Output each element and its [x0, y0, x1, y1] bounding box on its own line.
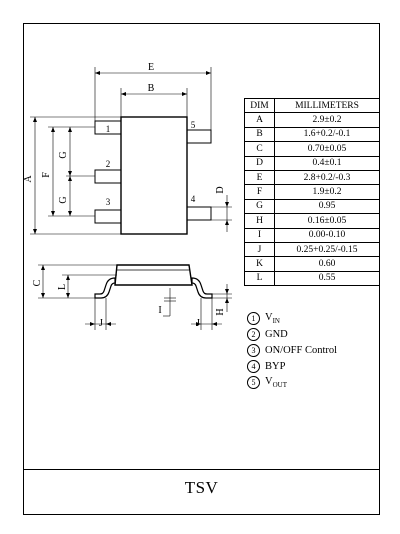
value-cell: 0.70±0.05 [274, 141, 380, 157]
lead-5 [186, 129, 212, 144]
footer-divider [23, 469, 380, 470]
lead-3 [94, 209, 122, 224]
pin-name: GND [265, 329, 288, 341]
dim-cell: A [244, 112, 275, 128]
side-body [114, 264, 193, 286]
value-cell: 0.00-0.10 [274, 227, 380, 243]
pin-name: VIN [265, 312, 280, 325]
pin-number-badge: 4 [247, 359, 260, 373]
pin-number-badge: 5 [247, 375, 260, 389]
dim-cell: L [244, 270, 275, 287]
pin-label-4: 4 [191, 194, 196, 204]
dim-label-A: A [23, 175, 34, 183]
top-view [30, 67, 232, 235]
lead-4 [186, 206, 212, 221]
dim-label-J-left: J [99, 318, 103, 329]
value-cell: 1.6+0.2/-0.1 [274, 126, 380, 143]
pin-name-subscript: OUT [272, 380, 287, 389]
pin-number-badge: 2 [247, 328, 260, 342]
dim-cell: J [244, 241, 275, 258]
dim-label-D: D [215, 186, 226, 193]
pin-name: BYP [265, 360, 286, 372]
package-body [120, 116, 188, 235]
pin-number-badge: 1 [247, 312, 260, 326]
dim-cell: G [244, 198, 275, 215]
dim-label-J-right: J [196, 318, 200, 329]
dim-label-C: C [32, 279, 43, 286]
list-item: 5 VOUT [247, 374, 337, 390]
dim-cell: D [244, 155, 275, 171]
pin-label-3: 3 [106, 197, 111, 207]
dim-label-E: E [148, 62, 154, 73]
dim-label-G1: G [58, 151, 69, 158]
dimension-labels: E B A F G G D C L J I J H 1 2 3 5 4 [23, 62, 226, 329]
dim-cell: H [244, 213, 275, 229]
header-dim: DIM [244, 97, 275, 114]
dim-cell: C [244, 141, 275, 157]
dim-label-G2: G [58, 196, 69, 203]
side-view [38, 264, 232, 330]
pin-label-2: 2 [106, 159, 111, 169]
list-item: 4 BYP [247, 358, 337, 374]
dim-cell: B [244, 126, 275, 143]
dim-cell: E [244, 169, 275, 186]
lead-1 [94, 120, 122, 135]
pin-name-text: V [265, 375, 273, 387]
header-millimeters: MILLIMETERS [274, 97, 380, 114]
list-item: 2 GND [247, 327, 337, 343]
dim-cell: K [244, 256, 275, 272]
pin-name-subscript: IN [272, 317, 280, 326]
value-cell: 2.8+0.2/-0.3 [274, 169, 380, 186]
dim-label-B: B [148, 83, 155, 94]
value-cell: 0.16±0.05 [274, 213, 380, 229]
dim-cell: F [244, 184, 275, 200]
dim-label-F: F [41, 172, 52, 178]
value-cell: 0.60 [274, 256, 380, 272]
dim-label-I: I [158, 305, 161, 316]
lead-2 [94, 169, 122, 184]
value-cell: 0.95 [274, 198, 380, 215]
list-item: 1 VIN [247, 311, 337, 327]
side-lead-left [94, 277, 116, 299]
pin-legend: 1 VIN 2 GND 3 ON/OFF Control 4 BYP 5 VOU… [247, 311, 337, 390]
drawing-frame [23, 23, 380, 515]
value-cell: 1.9±0.2 [274, 184, 380, 200]
value-cell: 0.55 [274, 270, 380, 287]
pin-name: ON/OFF Control [265, 344, 338, 356]
value-cell: 0.25+0.25/-0.15 [274, 241, 380, 258]
side-lead-right [191, 277, 213, 299]
dim-cell: I [244, 227, 275, 243]
list-item: 3 ON/OFF Control [247, 343, 337, 359]
pin-label-1: 1 [106, 124, 111, 134]
value-cell: 0.4±0.1 [274, 155, 380, 171]
value-cell: 2.9±0.2 [274, 112, 380, 128]
table-header-row: DIM MILLIMETERS [244, 97, 380, 114]
pin-name: VOUT [265, 376, 287, 389]
package-name: TSV [184, 478, 219, 497]
pin-label-5: 5 [191, 120, 196, 130]
pin-number-badge: 3 [247, 343, 260, 357]
dim-label-L: L [57, 284, 68, 290]
pin-name-text: V [265, 312, 273, 324]
dim-label-H: H [215, 308, 226, 315]
